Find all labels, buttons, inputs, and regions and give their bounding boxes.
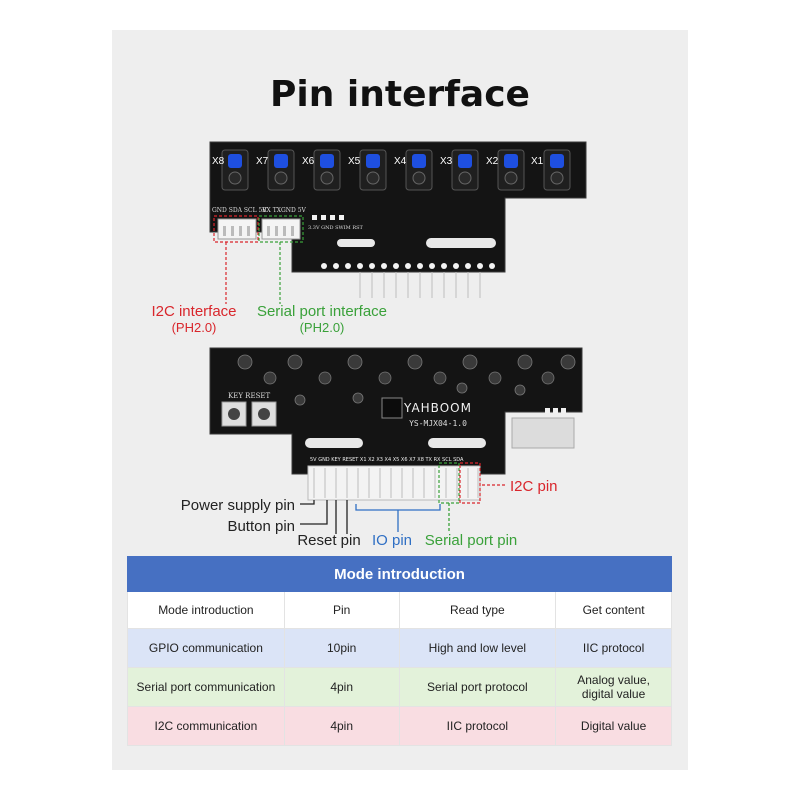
sensor-label: X3 bbox=[440, 156, 453, 167]
i2c-interface-label: I2C interface bbox=[151, 303, 236, 320]
serial-connector-highlight bbox=[258, 215, 304, 243]
power-supply-pin-label: Power supply pin bbox=[181, 497, 295, 514]
column-header: Pin bbox=[283, 591, 400, 629]
serial-connector bbox=[261, 218, 301, 240]
table-cell: I2C communication bbox=[127, 706, 285, 746]
sensor-x3: X3 bbox=[440, 149, 479, 191]
column-header: Get content bbox=[555, 591, 672, 629]
sensor-label: X1 bbox=[531, 156, 544, 167]
table-cell: High and low level bbox=[398, 628, 557, 668]
serial-interface-label: Serial port interface bbox=[257, 303, 387, 320]
table-cell: IIC protocol bbox=[555, 628, 672, 668]
pin-diagram: X8 X7 X6 X5 X4 X3 bbox=[151, 141, 587, 549]
bottom-callout-lines bbox=[300, 484, 506, 534]
model-number: YS-MJX04-1.0 bbox=[409, 419, 467, 428]
sensor-x2: X2 bbox=[486, 149, 525, 191]
swim-pads-silk: 3.3V GND SWIM RST bbox=[308, 225, 364, 231]
sensor-label: X2 bbox=[486, 156, 499, 167]
buttons bbox=[221, 401, 277, 427]
table-cell: 4pin bbox=[283, 667, 400, 707]
mcu-chip bbox=[381, 397, 403, 419]
column-header: Mode introduction bbox=[127, 591, 285, 629]
sensor-x7: X7 bbox=[256, 149, 295, 191]
sensor-label: X8 bbox=[212, 156, 225, 167]
i2c-connector-highlight bbox=[213, 215, 259, 243]
components bbox=[237, 354, 576, 406]
mode-introduction-table: Mode introduction Mode introduction Pin … bbox=[127, 556, 672, 746]
column-header: Read type bbox=[398, 591, 557, 629]
sensor-label: X4 bbox=[394, 156, 407, 167]
table-cell: GPIO communication bbox=[127, 628, 285, 668]
sensor-x1: X1 bbox=[531, 149, 571, 191]
sensor-row: X8 X7 X6 X5 X4 X3 bbox=[212, 149, 571, 191]
serial-interface-sub: (PH2.0) bbox=[300, 320, 345, 335]
table-header-row: Mode introduction Pin Read type Get cont… bbox=[127, 591, 672, 629]
sensor-label: X7 bbox=[256, 156, 269, 167]
table-row: Serial port communication 4pin Serial po… bbox=[127, 667, 672, 707]
i2c-header-silk: GND SDA SCL 5V bbox=[212, 207, 267, 214]
sensor-x8: X8 bbox=[212, 149, 249, 191]
table-cell: IIC protocol bbox=[398, 706, 557, 746]
side-pads bbox=[545, 408, 566, 413]
table-title-row: Mode introduction bbox=[127, 556, 672, 592]
pin-row-silk: 5V GND KEY RESET X1 X2 X3 X4 X5 X6 X7 X8… bbox=[310, 457, 464, 463]
top-callout-lines bbox=[225, 242, 281, 304]
serial-header-silk: RX TXGND 5V bbox=[262, 207, 307, 214]
board-slot bbox=[305, 438, 363, 448]
page-title: Pin interface bbox=[270, 74, 530, 115]
serial-port-pin-label: Serial port pin bbox=[425, 532, 518, 549]
top-pin-row bbox=[321, 263, 495, 298]
board-slot bbox=[337, 239, 375, 247]
i2c-pins-highlight bbox=[459, 462, 481, 504]
sensor-label: X6 bbox=[302, 156, 315, 167]
button-pin-label: Button pin bbox=[227, 518, 295, 535]
swim-pads bbox=[312, 215, 344, 220]
brand-logo: YAHBOOM bbox=[403, 401, 472, 415]
table-cell: Analog value, digital value bbox=[555, 667, 672, 707]
button-silk: KEY RESET bbox=[228, 392, 270, 400]
table-cell: 4pin bbox=[283, 706, 400, 746]
sensor-x5: X5 bbox=[348, 149, 387, 191]
table-cell: 10pin bbox=[283, 628, 400, 668]
sensor-x4: X4 bbox=[394, 149, 433, 191]
top-board: X8 X7 X6 X5 X4 X3 bbox=[209, 141, 587, 298]
table-cell: Digital value bbox=[555, 706, 672, 746]
bottom-board: KEY RESET YAHBOOM YS-MJX04-1.0 5V GND KE… bbox=[209, 347, 583, 475]
io-pin-label: IO pin bbox=[372, 532, 412, 549]
table-title: Mode introduction bbox=[127, 556, 672, 592]
sensor-label: X5 bbox=[348, 156, 361, 167]
board-slot bbox=[426, 238, 496, 248]
i2c-connector bbox=[217, 218, 257, 240]
i2c-pin-label: I2C pin bbox=[510, 478, 558, 495]
table-cell: Serial port protocol bbox=[398, 667, 557, 707]
bottom-pin-header bbox=[307, 462, 481, 504]
sensor-x6: X6 bbox=[302, 149, 341, 191]
table-row: GPIO communication 10pin High and low le… bbox=[127, 628, 672, 668]
reset-pin-label: Reset pin bbox=[297, 532, 360, 549]
table-cell: Serial port communication bbox=[127, 667, 285, 707]
table-row: I2C communication 4pin IIC protocol Digi… bbox=[127, 706, 672, 746]
i2c-interface-sub: (PH2.0) bbox=[172, 320, 217, 335]
board-slot bbox=[428, 438, 486, 448]
